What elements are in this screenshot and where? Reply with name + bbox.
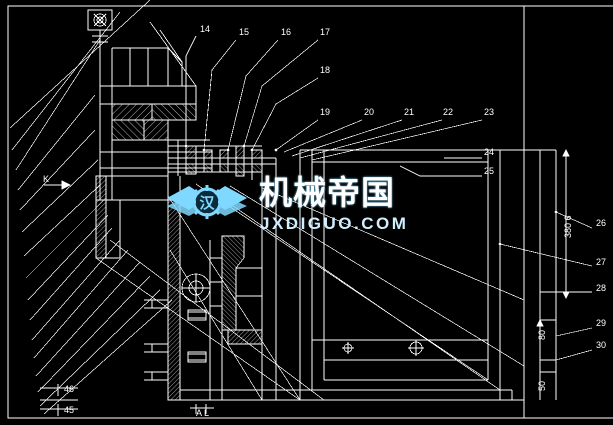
callout-16: 16 [281, 27, 292, 37]
callout-27: 27 [596, 257, 607, 267]
callout-23: 23 [484, 107, 495, 117]
callout-22: 22 [443, 107, 454, 117]
callout-14: 14 [200, 24, 211, 34]
dimension-50: 50 [537, 380, 547, 391]
callout-29: 29 [596, 318, 607, 328]
callout-24: 24 [484, 147, 495, 157]
callout-45: 45 [64, 405, 75, 415]
callout-17: 17 [320, 27, 331, 37]
callout-20: 20 [364, 107, 375, 117]
callout-46: 46 [64, 384, 75, 394]
dimension-380-6: 380 6 [563, 215, 573, 238]
callout-15: 15 [239, 27, 250, 37]
callout-18: 18 [320, 65, 331, 75]
callout-K: K [43, 174, 50, 184]
callout-AL: A L [196, 408, 210, 418]
callout-19: 19 [320, 107, 331, 117]
callout-25: 25 [484, 166, 495, 176]
dimension-80: 80 [537, 329, 547, 340]
callout-30: 30 [596, 340, 607, 350]
callout-26: 26 [596, 218, 607, 228]
callout-21: 21 [404, 107, 415, 117]
callout-28: 28 [596, 283, 607, 293]
